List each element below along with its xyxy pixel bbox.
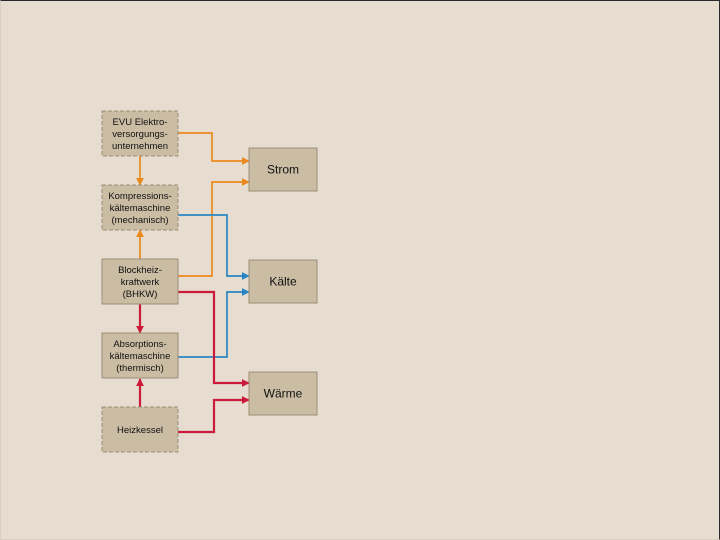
source-box-bhkw: [101, 258, 179, 305]
source-box-heizkessel: [101, 406, 179, 453]
source-label-bhkw-line-1: Blockheiz-: [118, 265, 162, 276]
source-box-evu: [101, 110, 179, 157]
source-node-absorption: Absorptions-kältemaschine(thermisch): [101, 332, 179, 379]
source-label-evu-line-3: unternehmen: [112, 141, 168, 152]
source-label-kompression-line-1: Kompressions-: [108, 191, 171, 202]
flow-arrow-kompression-to-kaelte: [178, 214, 250, 280]
flow-arrow-evu-to-strom: [178, 132, 250, 165]
flow-arrow-bhkw-to-waerme: [178, 290, 250, 387]
target-node-kaelte: Kälte: [248, 259, 318, 304]
target-node-strom: Strom: [248, 147, 318, 192]
source-label-bhkw-line-3: (BHKW): [123, 289, 158, 300]
source-node-kompression: Kompressions-kältemaschine(mechanisch): [101, 184, 179, 231]
target-label-strom: Strom: [267, 163, 299, 177]
source-label-heizkessel-line-1: Heizkessel: [117, 425, 163, 436]
target-label-kaelte: Kälte: [269, 275, 297, 289]
flow-arrow-absorption-to-kaelte: [178, 288, 250, 358]
source-label-bhkw-line-2: kraftwerk: [121, 277, 160, 288]
target-box-strom: [248, 147, 318, 192]
source-label-evu-line-1: EVU Elektro-: [113, 117, 168, 128]
flow-arrow-bhkw-to-strom: [178, 178, 250, 277]
target-label-waerme: Wärme: [264, 387, 303, 401]
target-box-kaelte: [248, 259, 318, 304]
source-label-absorption-line-1: Absorptions-: [113, 339, 166, 350]
flow-arrow-heizkessel-to-waerme: [178, 396, 250, 434]
source-box-kompression: [101, 184, 179, 231]
nodes: EVU Elektro-versorgungs-unternehmenKompr…: [101, 110, 318, 453]
source-node-evu: EVU Elektro-versorgungs-unternehmen: [101, 110, 179, 157]
target-box-waerme: [248, 371, 318, 416]
flow-arrows: [136, 132, 250, 434]
source-node-bhkw: Blockheiz-kraftwerk(BHKW): [101, 258, 179, 305]
source-label-kompression-line-3: (mechanisch): [111, 215, 168, 226]
source-label-absorption-line-3: (thermisch): [116, 363, 164, 374]
source-box-absorption: [101, 332, 179, 379]
source-node-heizkessel: Heizkessel: [101, 406, 179, 453]
source-label-kompression-line-2: kältemaschine: [110, 203, 171, 214]
target-node-waerme: Wärme: [248, 371, 318, 416]
source-label-absorption-line-2: kältemaschine: [110, 351, 171, 362]
source-label-evu-line-2: versorgungs-: [112, 129, 167, 140]
